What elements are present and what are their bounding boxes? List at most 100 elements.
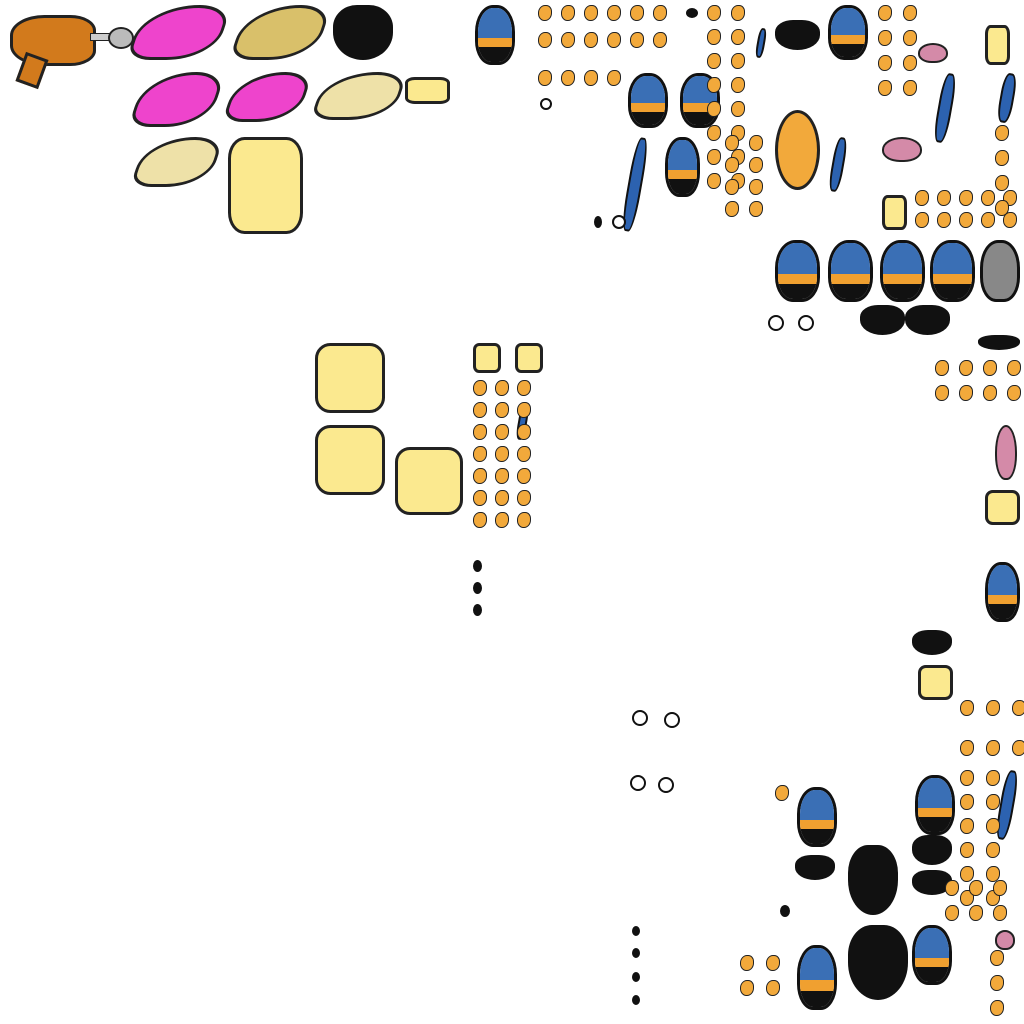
mouth-sprite — [978, 335, 1020, 350]
tongue-sprite — [995, 425, 1017, 480]
pupil-sprite — [473, 582, 482, 594]
hat-sprite — [475, 5, 515, 65]
hand-sprite — [740, 955, 754, 971]
hand-sprite — [538, 5, 552, 21]
hand-sprite — [990, 1000, 1004, 1016]
hand-sprite — [473, 512, 487, 528]
hand-sprite — [981, 212, 995, 228]
head-sprite — [515, 343, 543, 373]
hand-sprite — [517, 446, 531, 462]
hair-sprite — [310, 72, 408, 120]
head-sprite — [882, 195, 907, 230]
hand-sprite — [495, 402, 509, 418]
hand-sprite — [983, 385, 997, 401]
hand-sprite — [731, 53, 745, 69]
hand-sprite — [584, 32, 598, 48]
hand-sprite — [995, 125, 1009, 141]
eye-sprite — [540, 98, 552, 110]
hat-sprite — [828, 240, 873, 302]
mouth-sprite — [848, 925, 908, 1000]
pupil-sprite — [632, 948, 640, 958]
pupil-sprite — [594, 216, 602, 228]
hand-sprite — [707, 53, 721, 69]
hand-sprite — [607, 32, 621, 48]
hand-sprite — [707, 101, 721, 117]
pupil-sprite — [686, 8, 698, 18]
hand-sprite — [473, 468, 487, 484]
hat-sprite — [915, 775, 955, 835]
hand-sprite — [561, 5, 575, 21]
hand-sprite — [959, 385, 973, 401]
hat-sprite — [880, 240, 925, 302]
hand-sprite — [707, 77, 721, 93]
head-sprite — [473, 343, 501, 373]
ray-gun-sprite — [5, 5, 134, 90]
head-sprite — [228, 137, 303, 234]
hand-sprite — [749, 157, 763, 173]
hat-sprite — [797, 787, 837, 847]
hand-sprite — [983, 360, 997, 376]
hand-sprite — [775, 785, 789, 801]
head-sprite — [315, 343, 385, 413]
hand-sprite — [960, 770, 974, 786]
hair-sprite — [129, 137, 225, 187]
hand-sprite — [725, 179, 739, 195]
mouth-sprite — [912, 630, 952, 655]
head-sprite — [315, 425, 385, 495]
eye-sprite — [768, 315, 784, 331]
hand-sprite — [517, 380, 531, 396]
hand-sprite — [495, 490, 509, 506]
hand-sprite — [749, 135, 763, 151]
hand-sprite — [1007, 385, 1021, 401]
hat-sprite — [628, 73, 668, 128]
hand-sprite — [960, 740, 974, 756]
hand-sprite — [960, 866, 974, 882]
hand-sprite — [935, 360, 949, 376]
hand-sprite — [937, 190, 951, 206]
hat-sprite — [930, 240, 975, 302]
pupil-sprite — [632, 972, 640, 982]
pupil-sprite — [780, 905, 790, 917]
hat-sprite — [985, 562, 1020, 622]
hand-sprite — [986, 818, 1000, 834]
hand-sprite — [960, 794, 974, 810]
hand-sprite — [1012, 700, 1024, 716]
hand-sprite — [725, 201, 739, 217]
hand-sprite — [878, 55, 892, 71]
hand-sprite — [937, 212, 951, 228]
hand-sprite — [584, 70, 598, 86]
hand-sprite — [960, 700, 974, 716]
hand-sprite — [495, 512, 509, 528]
hand-sprite — [473, 402, 487, 418]
hand-sprite — [959, 190, 973, 206]
mouth-sprite — [775, 20, 820, 50]
hand-sprite — [495, 424, 509, 440]
hand-sprite — [707, 5, 721, 21]
pupil-sprite — [473, 560, 482, 572]
hand-sprite — [935, 385, 949, 401]
hand-sprite — [986, 866, 1000, 882]
hand-sprite — [517, 468, 531, 484]
hat-sprite — [828, 5, 868, 60]
hand-sprite — [903, 5, 917, 21]
hand-sprite — [945, 880, 959, 896]
hand-sprite — [630, 32, 644, 48]
hand-sprite — [1012, 740, 1024, 756]
hat-sprite — [775, 240, 820, 302]
hair-sprite — [128, 72, 226, 127]
hand-sprite — [969, 880, 983, 896]
hand-sprite — [986, 740, 1000, 756]
hand-sprite — [517, 490, 531, 506]
mouth-sprite — [848, 845, 898, 915]
hand-sprite — [607, 5, 621, 21]
hand-sprite — [749, 201, 763, 217]
hand-sprite — [473, 490, 487, 506]
hand-sprite — [945, 905, 959, 921]
hand-sprite — [473, 380, 487, 396]
hand-sprite — [903, 80, 917, 96]
hand-sprite — [1007, 360, 1021, 376]
hand-sprite — [981, 190, 995, 206]
hand-sprite — [584, 5, 598, 21]
head-sprite — [395, 447, 463, 515]
hand-sprite — [731, 77, 745, 93]
